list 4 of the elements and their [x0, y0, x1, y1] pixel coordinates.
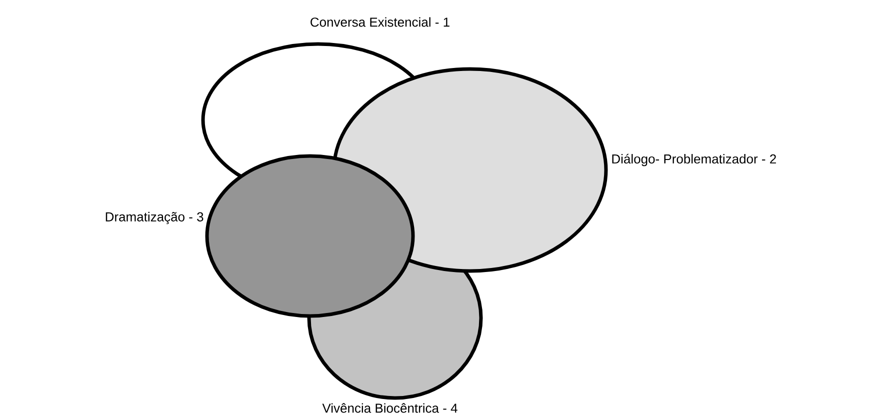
ellipse-label: Dramatização - 3: [106, 212, 204, 224]
ellipse-label: Conversa Existencial - 1: [310, 17, 450, 27]
ellipse-label: Vivência Biocêntrica - 4: [322, 403, 458, 413]
ellipse-label: Diálogo- Problematizador - 2: [612, 154, 776, 166]
